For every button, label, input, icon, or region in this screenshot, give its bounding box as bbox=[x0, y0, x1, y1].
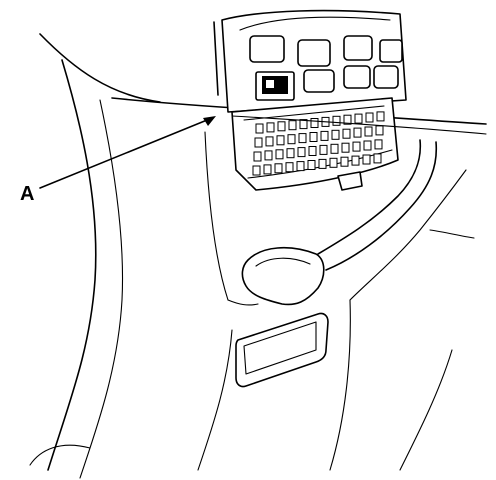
fuse-slot bbox=[275, 149, 284, 160]
relay-4 bbox=[379, 39, 403, 63]
fuse-slot bbox=[364, 126, 373, 137]
fuse-slot bbox=[343, 114, 352, 125]
callout-leaders bbox=[39, 115, 487, 189]
fuse-slot bbox=[286, 148, 295, 159]
fuse-slot bbox=[308, 146, 317, 156]
fuse-slot bbox=[253, 151, 262, 162]
fuse-slot bbox=[318, 158, 327, 169]
door-pillar-trim bbox=[29, 33, 161, 479]
fuse-slot bbox=[298, 133, 307, 144]
fuse-slot bbox=[329, 157, 338, 168]
fuse-slot bbox=[351, 155, 360, 166]
fuse-slot bbox=[252, 165, 261, 176]
fuse-slot bbox=[373, 153, 382, 164]
fuse-slot bbox=[340, 156, 349, 167]
fuse-slot bbox=[309, 132, 318, 142]
fuse-grid bbox=[252, 111, 385, 176]
fuse-slot bbox=[354, 113, 363, 124]
fuse-slot bbox=[341, 142, 350, 153]
fuse-slot bbox=[296, 161, 305, 172]
connector-body bbox=[262, 76, 288, 94]
fuse-slot bbox=[285, 162, 294, 173]
fuse-slot bbox=[297, 147, 306, 158]
fuse-slot bbox=[376, 111, 385, 122]
fuse-slot bbox=[362, 154, 371, 165]
relay-1 bbox=[249, 35, 285, 63]
leader-arrowhead bbox=[203, 116, 216, 126]
fuse-slot bbox=[342, 128, 351, 139]
fuse-slot bbox=[265, 136, 274, 147]
relay-5 bbox=[303, 69, 335, 93]
fuse-slot bbox=[255, 123, 264, 134]
fuse-slot bbox=[352, 141, 361, 152]
callout-label-a: A bbox=[20, 183, 34, 205]
relay-7 bbox=[373, 65, 399, 89]
fuse-slot bbox=[274, 163, 283, 174]
fuse-slot bbox=[287, 134, 296, 145]
fuse-slot bbox=[264, 150, 273, 161]
pedal bbox=[241, 139, 438, 306]
relay-6 bbox=[343, 65, 371, 89]
fuse-slot bbox=[365, 112, 374, 123]
relay-3 bbox=[343, 35, 373, 61]
fuse-slot bbox=[332, 115, 341, 126]
fuse-slot bbox=[319, 144, 328, 155]
fuse-slot bbox=[276, 135, 285, 146]
fuse-slot bbox=[299, 119, 308, 130]
fuse-slot bbox=[277, 121, 286, 132]
fuse-slot bbox=[263, 164, 272, 175]
fuse-slot bbox=[331, 129, 340, 140]
fuse-slot bbox=[374, 139, 383, 150]
fuse-slot bbox=[288, 120, 297, 131]
fuse-slot bbox=[254, 137, 263, 148]
fuse-slot bbox=[375, 125, 384, 136]
fuse-slot bbox=[320, 130, 329, 141]
fuse-slot bbox=[307, 160, 316, 170]
fuse-slot bbox=[353, 127, 362, 138]
fuse-slot bbox=[330, 143, 339, 154]
fuse-slot bbox=[266, 122, 275, 133]
fuse-slot bbox=[310, 118, 319, 128]
fuse-slot bbox=[363, 140, 372, 151]
relay-2 bbox=[297, 39, 331, 67]
storage-pocket bbox=[235, 312, 329, 388]
